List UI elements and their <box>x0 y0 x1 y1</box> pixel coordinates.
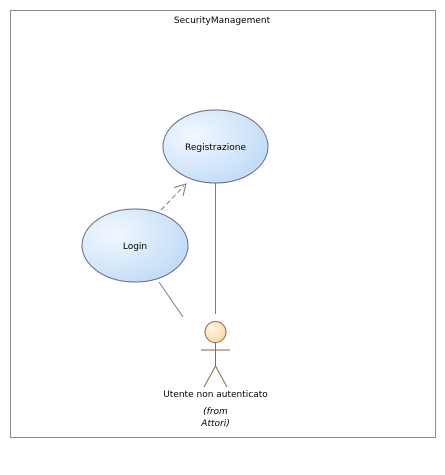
dependency-login-registrazione <box>160 185 185 211</box>
use-case-login[interactable]: Login <box>81 208 189 283</box>
actor-head <box>204 321 227 343</box>
diagram-frame <box>10 10 436 438</box>
actor-source-line1: (from <box>203 407 228 417</box>
actor-utente-non-autenticato[interactable] <box>201 321 230 388</box>
actor-right-leg <box>215 365 228 388</box>
use-case-login-label: Login <box>123 242 147 252</box>
use-case-registrazione-ellipse <box>162 109 269 184</box>
actor-label: Utente non autenticato <box>163 390 268 400</box>
dependency-arrowhead <box>173 183 187 197</box>
association-actor-login <box>158 281 184 318</box>
use-case-registrazione[interactable]: Registrazione <box>162 109 269 184</box>
actor-source-line2: Attori) <box>200 419 229 429</box>
use-case-registrazione-label: Registrazione <box>185 143 246 153</box>
actor-left-leg <box>203 365 216 388</box>
use-case-login-ellipse <box>81 208 189 283</box>
diagram-title: SecurityManagement <box>174 16 271 26</box>
